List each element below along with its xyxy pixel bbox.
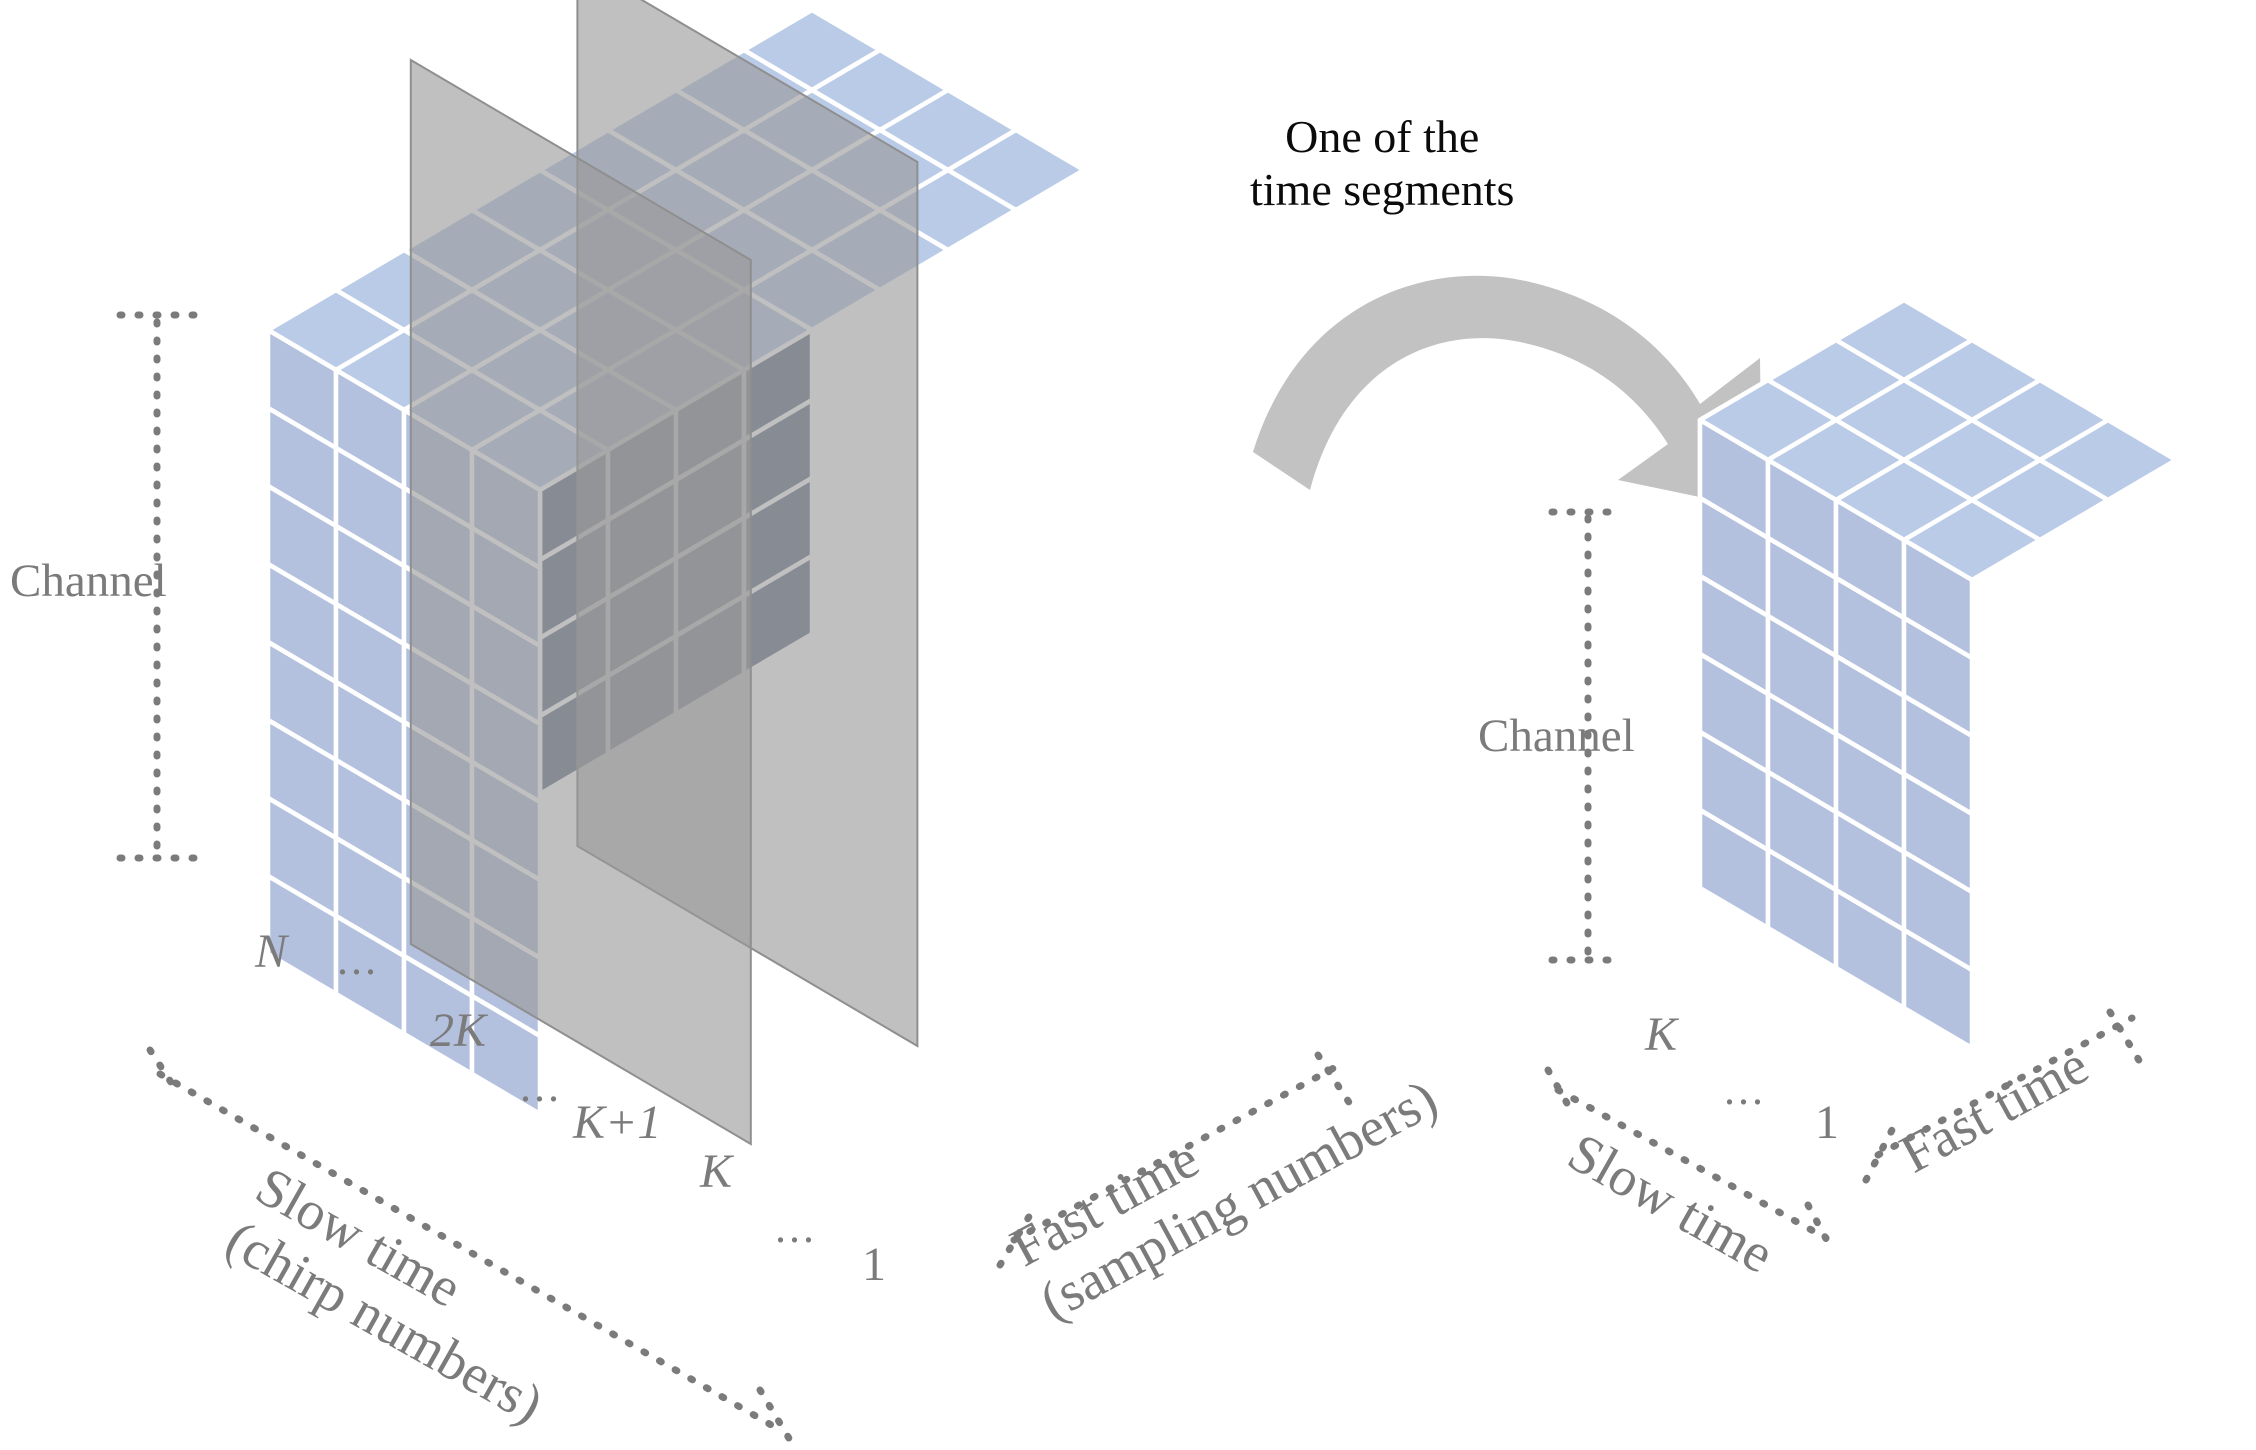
left-slow-tick-Kplus1: K+1 <box>573 1096 662 1149</box>
right-fast-time-bracket <box>1862 1008 2144 1184</box>
right-slow-tick-1: 1 <box>1815 1096 1839 1149</box>
right-slow-tick-K: K <box>1645 1008 1678 1061</box>
left-slow-tick-ellipsis-3: ... <box>775 1203 817 1252</box>
left-slow-tick-ellipsis-2: ... <box>520 1062 562 1111</box>
annotation-line-1: One of the <box>1285 111 1480 162</box>
left-slow-tick-1: 1 <box>862 1238 886 1291</box>
right-slow-time-bracket <box>1544 1066 1836 1254</box>
left-channel-label: Channel <box>10 555 167 607</box>
annotation-line-2: time segments <box>1250 164 1515 216</box>
left-slow-tick-ellipsis-1: ... <box>337 935 379 984</box>
left-slow-tick-2K: 2K <box>430 1004 487 1057</box>
right-slow-tick-ellipsis: ... <box>1724 1065 1766 1114</box>
left-slow-time-bracket <box>146 1046 794 1444</box>
cube-light-cell <box>1901 927 1975 1051</box>
right-cube-group <box>1697 297 2179 1051</box>
time-segment-annotation: One of the time segments <box>1250 110 1514 217</box>
cube-top-cell <box>2037 417 2179 503</box>
left-slow-tick-N: N <box>255 925 288 978</box>
transform-arrow <box>1253 275 1762 510</box>
right-channel-label: Channel <box>1478 710 1635 762</box>
cube-light-cell <box>469 993 543 1117</box>
right-channel-bracket <box>1548 508 1628 964</box>
cube-top-cell <box>945 127 1087 213</box>
left-cube-group <box>265 0 1087 1146</box>
left-channel-bracket <box>116 311 198 862</box>
left-slow-tick-K: K <box>700 1145 733 1198</box>
cut-plane-front <box>409 58 752 1146</box>
left-fast-time-bracket <box>996 1051 1358 1269</box>
